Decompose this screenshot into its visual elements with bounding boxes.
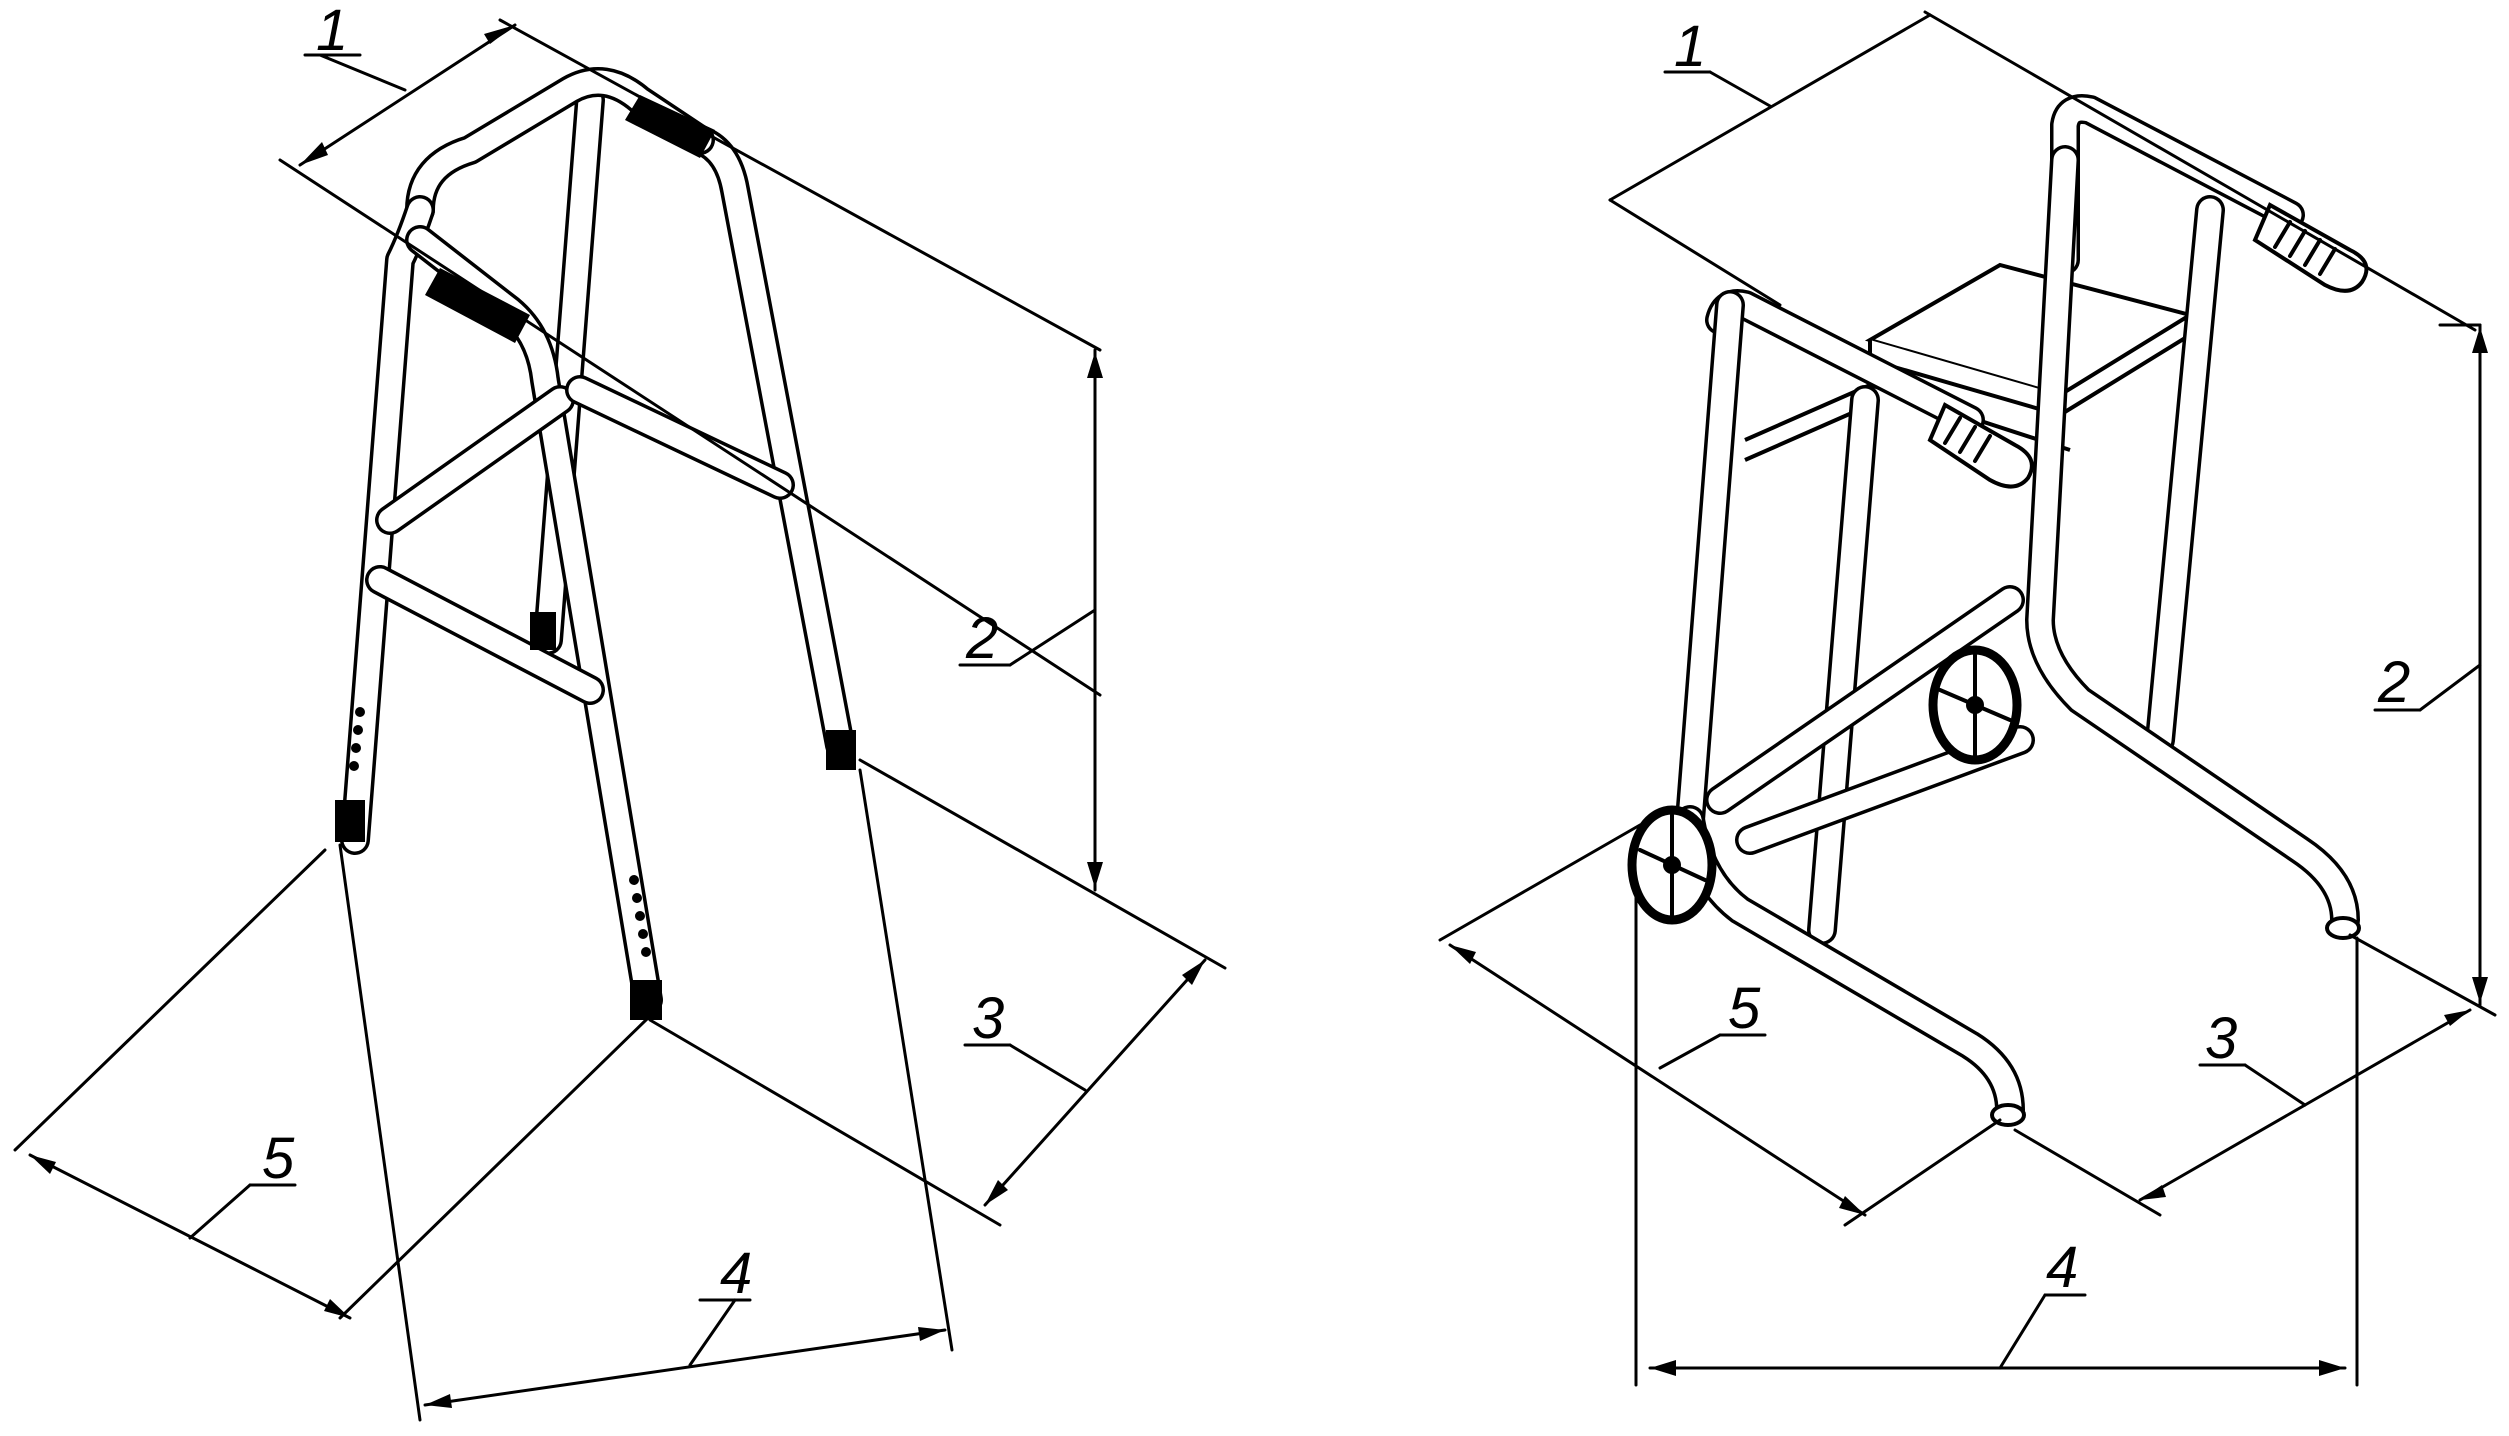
walker-frame-dimension-lines: [13, 18, 1227, 1422]
wheeled-walker-wheels: [1627, 645, 2022, 925]
walker-frame-label-2: 2: [965, 606, 998, 671]
walker-frame-label-3: 3: [972, 986, 1004, 1051]
wheeled-walker-label-5: 5: [1728, 976, 1761, 1041]
walker-frame-figure: 1 2 3 4 5: [13, 0, 1227, 1422]
walker-frame-label-1: 1: [316, 0, 348, 63]
wheeled-walker-figure: 1 2 3 4 5: [1438, 10, 2497, 1387]
wheeled-walker-feet: [1990, 916, 2361, 1127]
wheeled-walker-label-1: 1: [1674, 14, 1706, 79]
wheeled-walker-tubes: [1675, 94, 2360, 1125]
walker-frame-labels: 1 2 3 4 5: [262, 0, 1004, 1306]
wheeled-walker-labels: 1 2 3 4 5: [1674, 14, 2410, 1300]
wheeled-walker-label-4: 4: [2046, 1235, 2078, 1300]
wheeled-walker-label-3: 3: [2205, 1006, 2237, 1071]
walker-frame-tubes: [340, 67, 855, 1015]
wheeled-walker-grips: [1927, 202, 2369, 489]
walker-frame-adjustment-holes: [349, 707, 651, 957]
walker-frame-label-4: 4: [720, 1241, 752, 1306]
wheeled-walker-dimension-lines: [1438, 10, 2497, 1387]
walker-frame-label-5: 5: [262, 1126, 295, 1191]
wheeled-walker-label-2: 2: [2377, 650, 2410, 715]
walker-frame-grips: [425, 95, 715, 343]
walker-frame-feet: [335, 612, 856, 1020]
